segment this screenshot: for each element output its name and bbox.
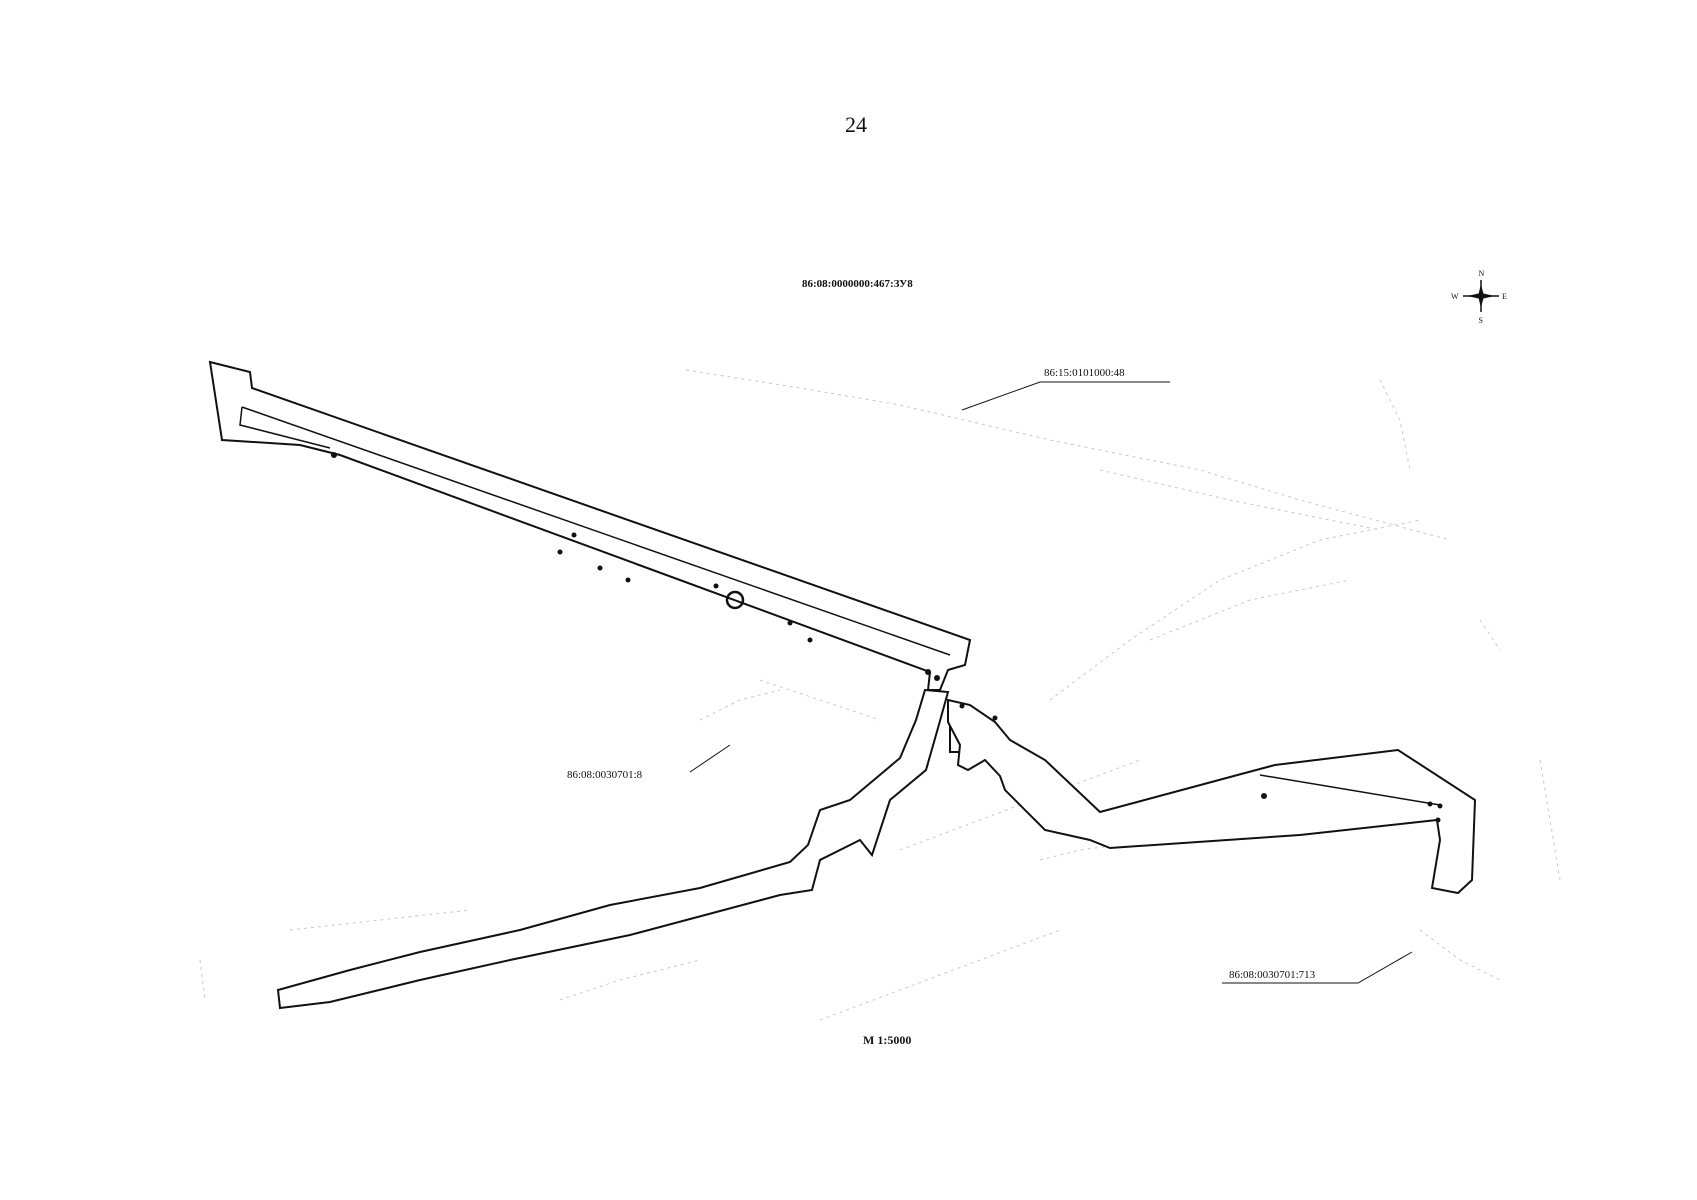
plot-east-branch	[947, 698, 1477, 895]
plot-northwest-inner	[241, 406, 951, 656]
leader-lines	[689, 381, 1413, 984]
central-marker-circle	[725, 590, 745, 610]
compass-west: W	[1451, 292, 1459, 301]
plot-northwest-inner-2	[239, 406, 331, 449]
compass-rose-icon: N S E W	[1451, 269, 1507, 325]
plot-southwest-branch	[276, 688, 950, 1010]
compass-south: S	[1479, 316, 1483, 325]
upper-right-parcel-label: 86:15:0101000:48	[1044, 367, 1125, 379]
plot-east-inner	[1259, 774, 1441, 806]
plot-northwest-strip	[208, 360, 972, 691]
left-parcel-label: 86:08:0030701:8	[567, 769, 643, 781]
background-cadastral-lines	[199, 369, 1561, 1021]
scale-label: M 1:5000	[863, 1033, 911, 1047]
survey-points	[331, 452, 1443, 823]
top-parcel-label: 86:08:0000000:467:ЗУ8	[802, 278, 913, 290]
compass-north: N	[1479, 269, 1485, 278]
lower-right-parcel-label: 86:08:0030701:713	[1229, 969, 1316, 981]
land-plot-outlines	[208, 360, 1477, 1010]
compass-east: E	[1502, 292, 1507, 301]
page-number: 24	[845, 112, 867, 137]
